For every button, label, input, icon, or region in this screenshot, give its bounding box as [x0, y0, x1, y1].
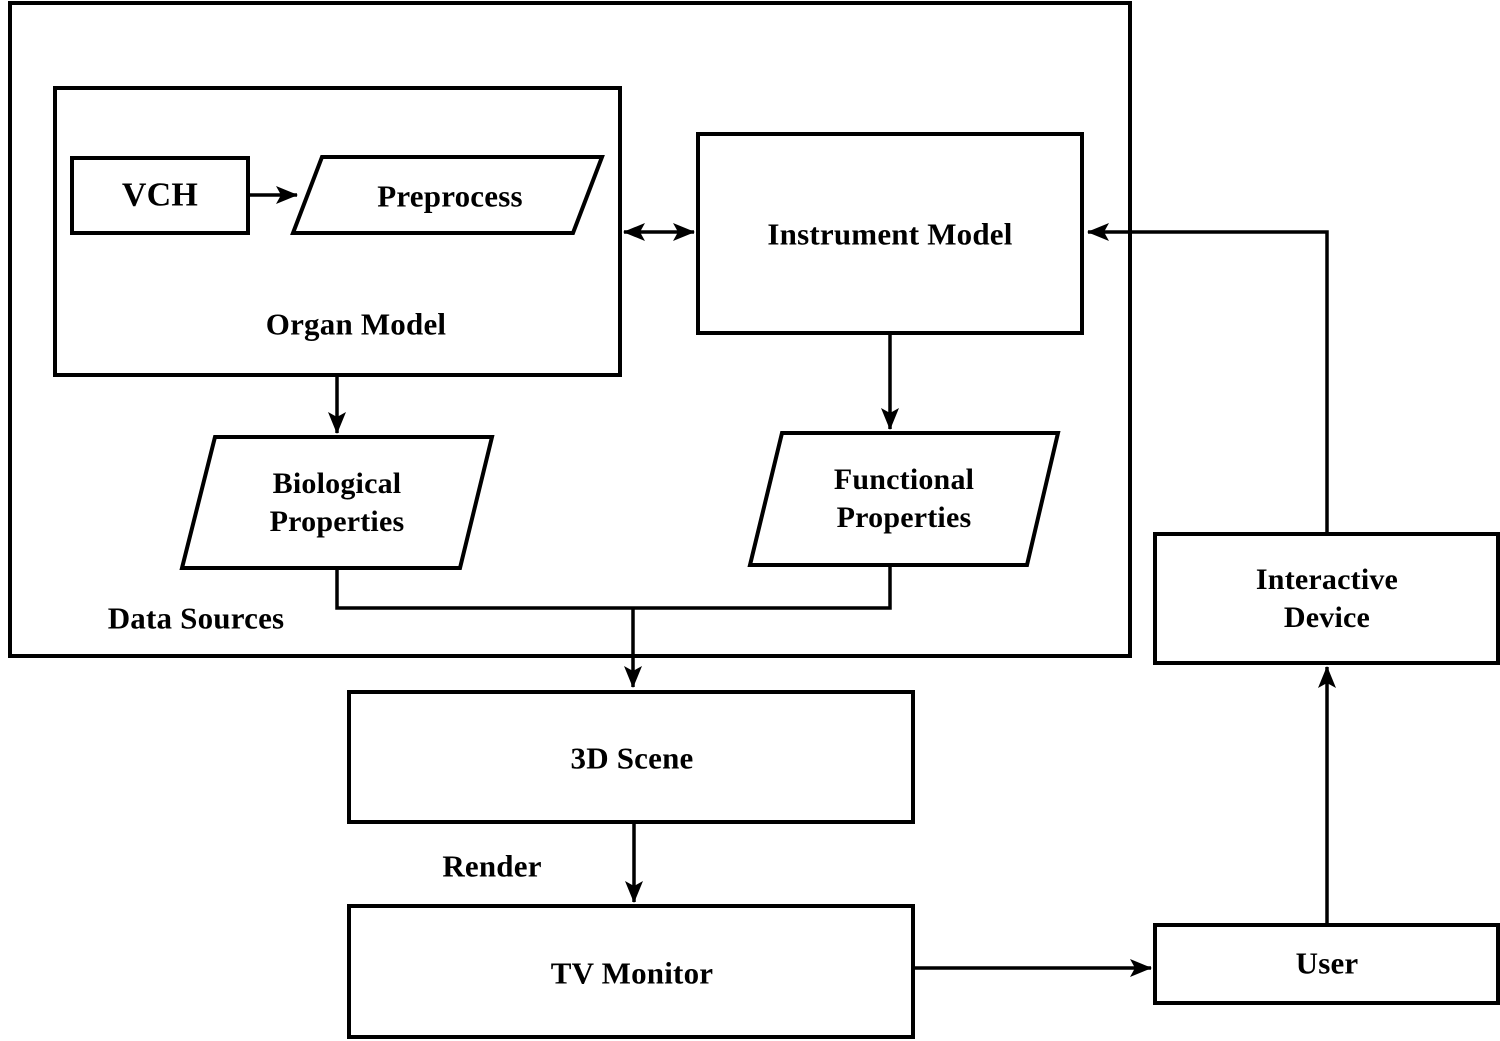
interactive-device-label: Interactive Device: [1255, 563, 1399, 634]
instrument-model-label: Instrument Model: [767, 216, 1013, 252]
render-edge-label: Render: [442, 848, 542, 884]
functional-properties-label: Functional Properties: [833, 463, 975, 534]
interactive-device-box: [1153, 532, 1500, 665]
organ-model-label: Organ Model: [265, 306, 447, 342]
preprocess-label: Preprocess: [377, 178, 523, 214]
vch-label: VCH: [121, 176, 199, 214]
biological-properties-label: Biological Properties: [269, 467, 405, 538]
vch-box: [70, 156, 250, 235]
user-label: User: [1295, 945, 1359, 981]
edge-properties-merge-junction: [335, 565, 892, 610]
data-sources-label: Data Sources: [107, 600, 285, 636]
tv-monitor-label: TV Monitor: [550, 955, 714, 991]
3d-scene-box: [347, 690, 915, 824]
edge-interactive-device-to-instrument-model: [1087, 223, 1329, 534]
data-sources-container-box: [8, 1, 1132, 658]
biological-properties-parallelogram: [179, 435, 495, 570]
tv-monitor-box: [347, 904, 915, 1039]
preprocess-parallelogram: [290, 155, 605, 235]
instrument-model-box: [696, 132, 1084, 335]
functional-properties-parallelogram: [747, 431, 1061, 567]
user-box: [1153, 923, 1500, 1005]
3d-scene-label: 3D Scene: [570, 740, 694, 776]
